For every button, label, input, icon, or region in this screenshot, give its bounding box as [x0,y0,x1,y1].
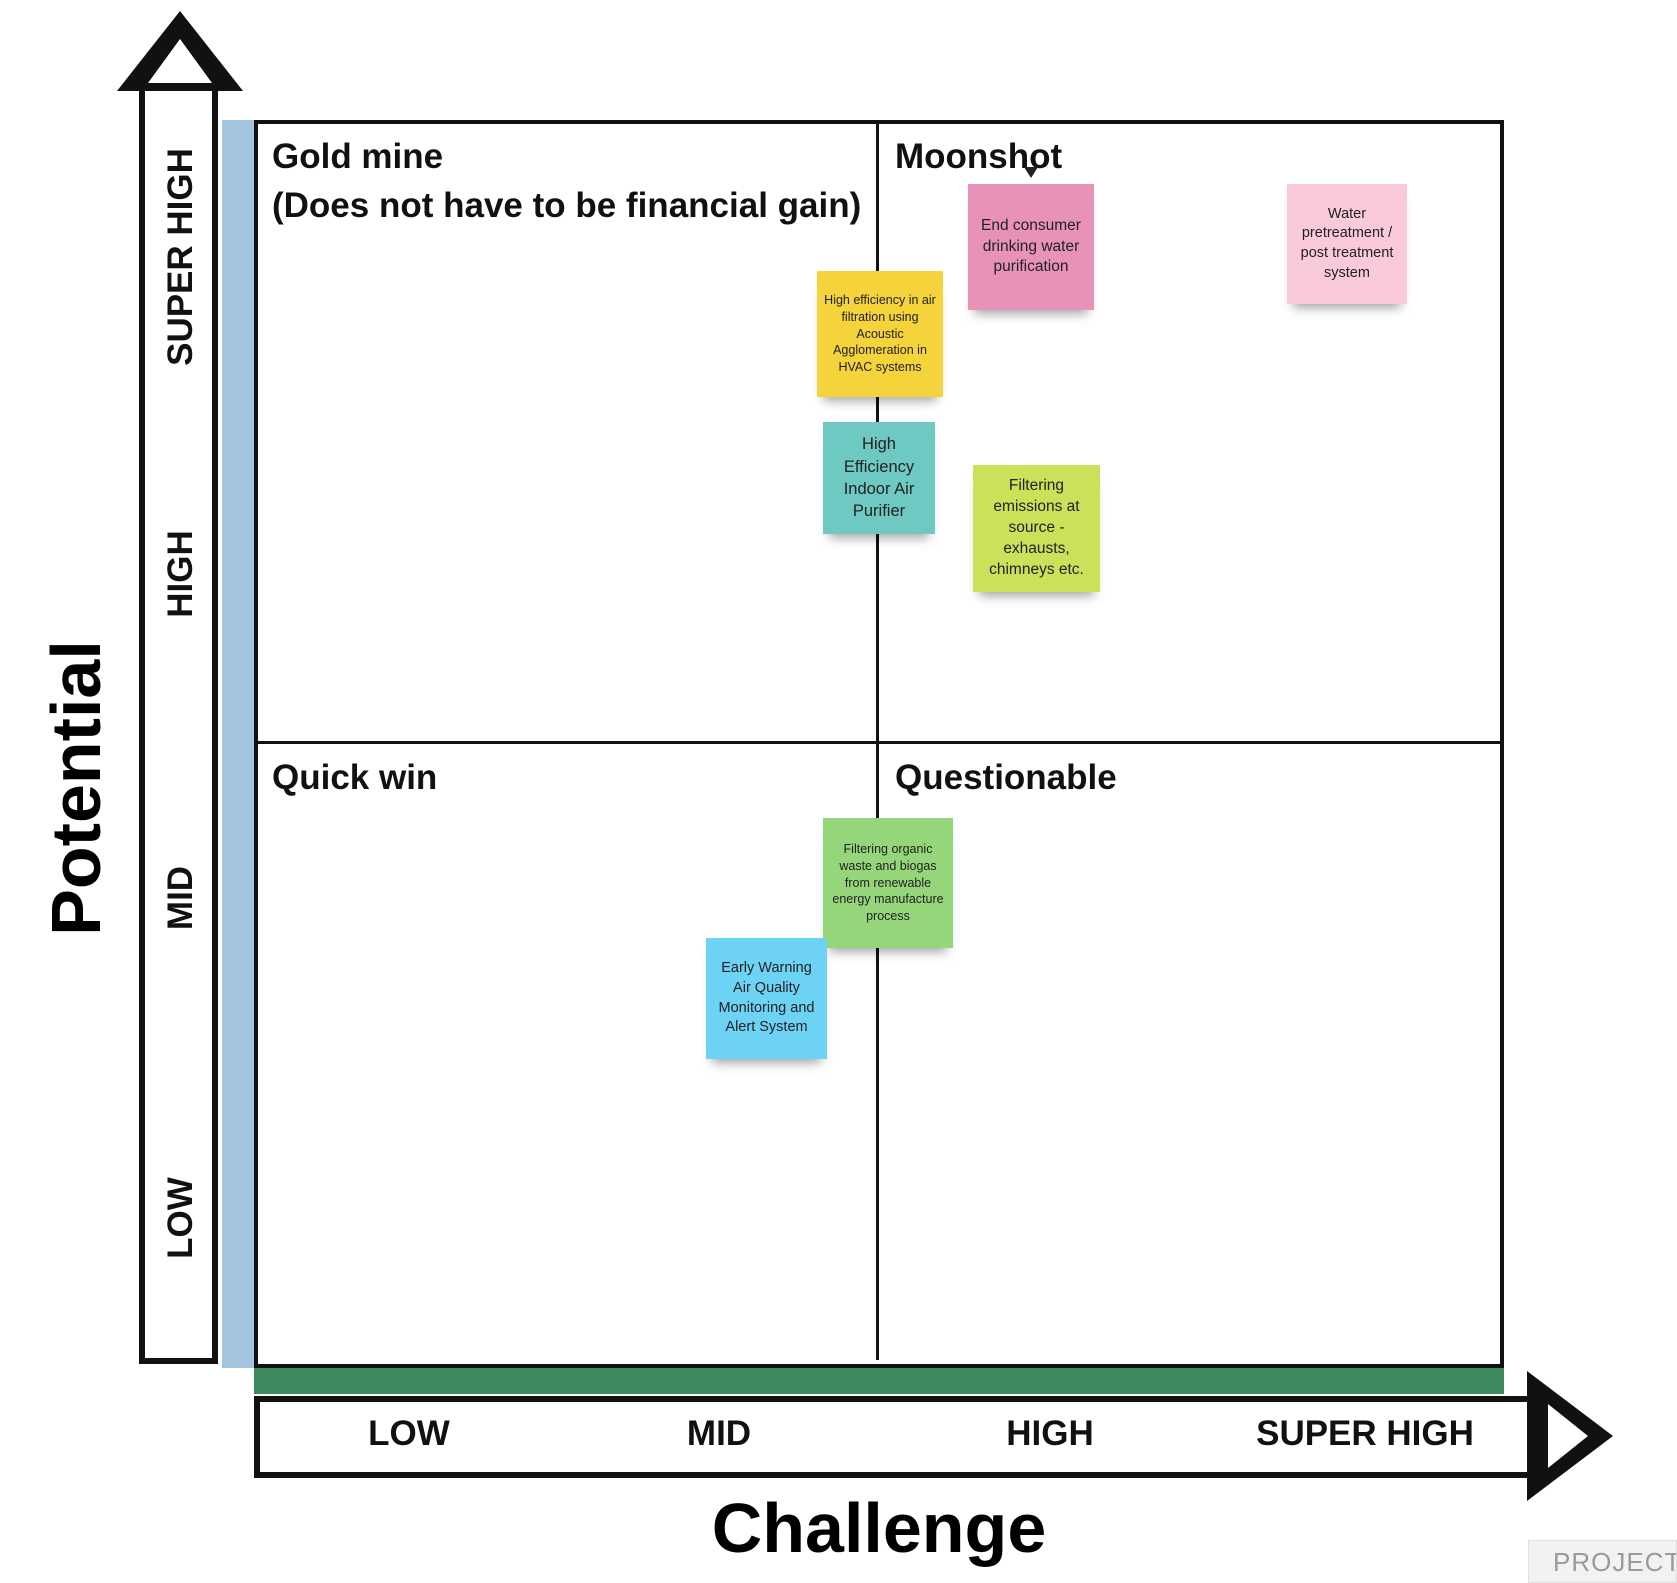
y-axis-title: Potential [37,640,115,936]
x-tick-super-high: SUPER HIGH [1256,1414,1474,1453]
y-tick-high: HIGH [161,530,200,618]
x-tick-low: LOW [368,1414,450,1453]
sticky-note[interactable]: High Efficiency Indoor Air Purifier [823,422,935,534]
x-axis-band [254,1368,1504,1394]
x-axis-arrowhead [1527,1371,1613,1501]
sticky-note[interactable]: Filtering emissions at source - exhausts… [973,465,1100,592]
y-axis-arrowhead [117,11,243,91]
x-tick-mid: MID [686,1414,752,1453]
x-tick-high: HIGH [1006,1414,1094,1453]
x-axis-title: Challenge [711,1489,1047,1567]
y-axis-arrow-shaft [139,74,218,1364]
sticky-note[interactable]: End consumer drinking water purification [968,184,1094,310]
cursor-pointer-icon [1024,167,1038,178]
y-tick-super-high: SUPER HIGH [161,148,200,366]
x-axis-arrow-shaft [254,1396,1554,1478]
y-tick-low: LOW [161,1177,200,1259]
quadrant-title-gold-mine: Gold mine [272,137,444,176]
y-tick-mid: MID [161,865,200,931]
quadrant-title-quick-win: Quick win [272,758,438,797]
project-tab[interactable]: PROJECT [1528,1540,1677,1583]
sticky-note[interactable]: Water pretreatment / post treatment syst… [1287,184,1407,304]
quadrant-subtitle-gold-mine: (Does not have to be financial gain) [272,186,862,225]
y-axis-band [222,120,254,1368]
horizontal-divider [254,741,1504,744]
quadrant-title-questionable: Questionable [895,758,1117,797]
vertical-divider [876,120,879,1360]
sticky-note[interactable]: Early Warning Air Quality Monitoring and… [706,938,827,1059]
sticky-note[interactable]: Filtering organic waste and biogas from … [823,818,953,948]
sticky-note[interactable]: High efficiency in air filtration using … [817,271,943,397]
